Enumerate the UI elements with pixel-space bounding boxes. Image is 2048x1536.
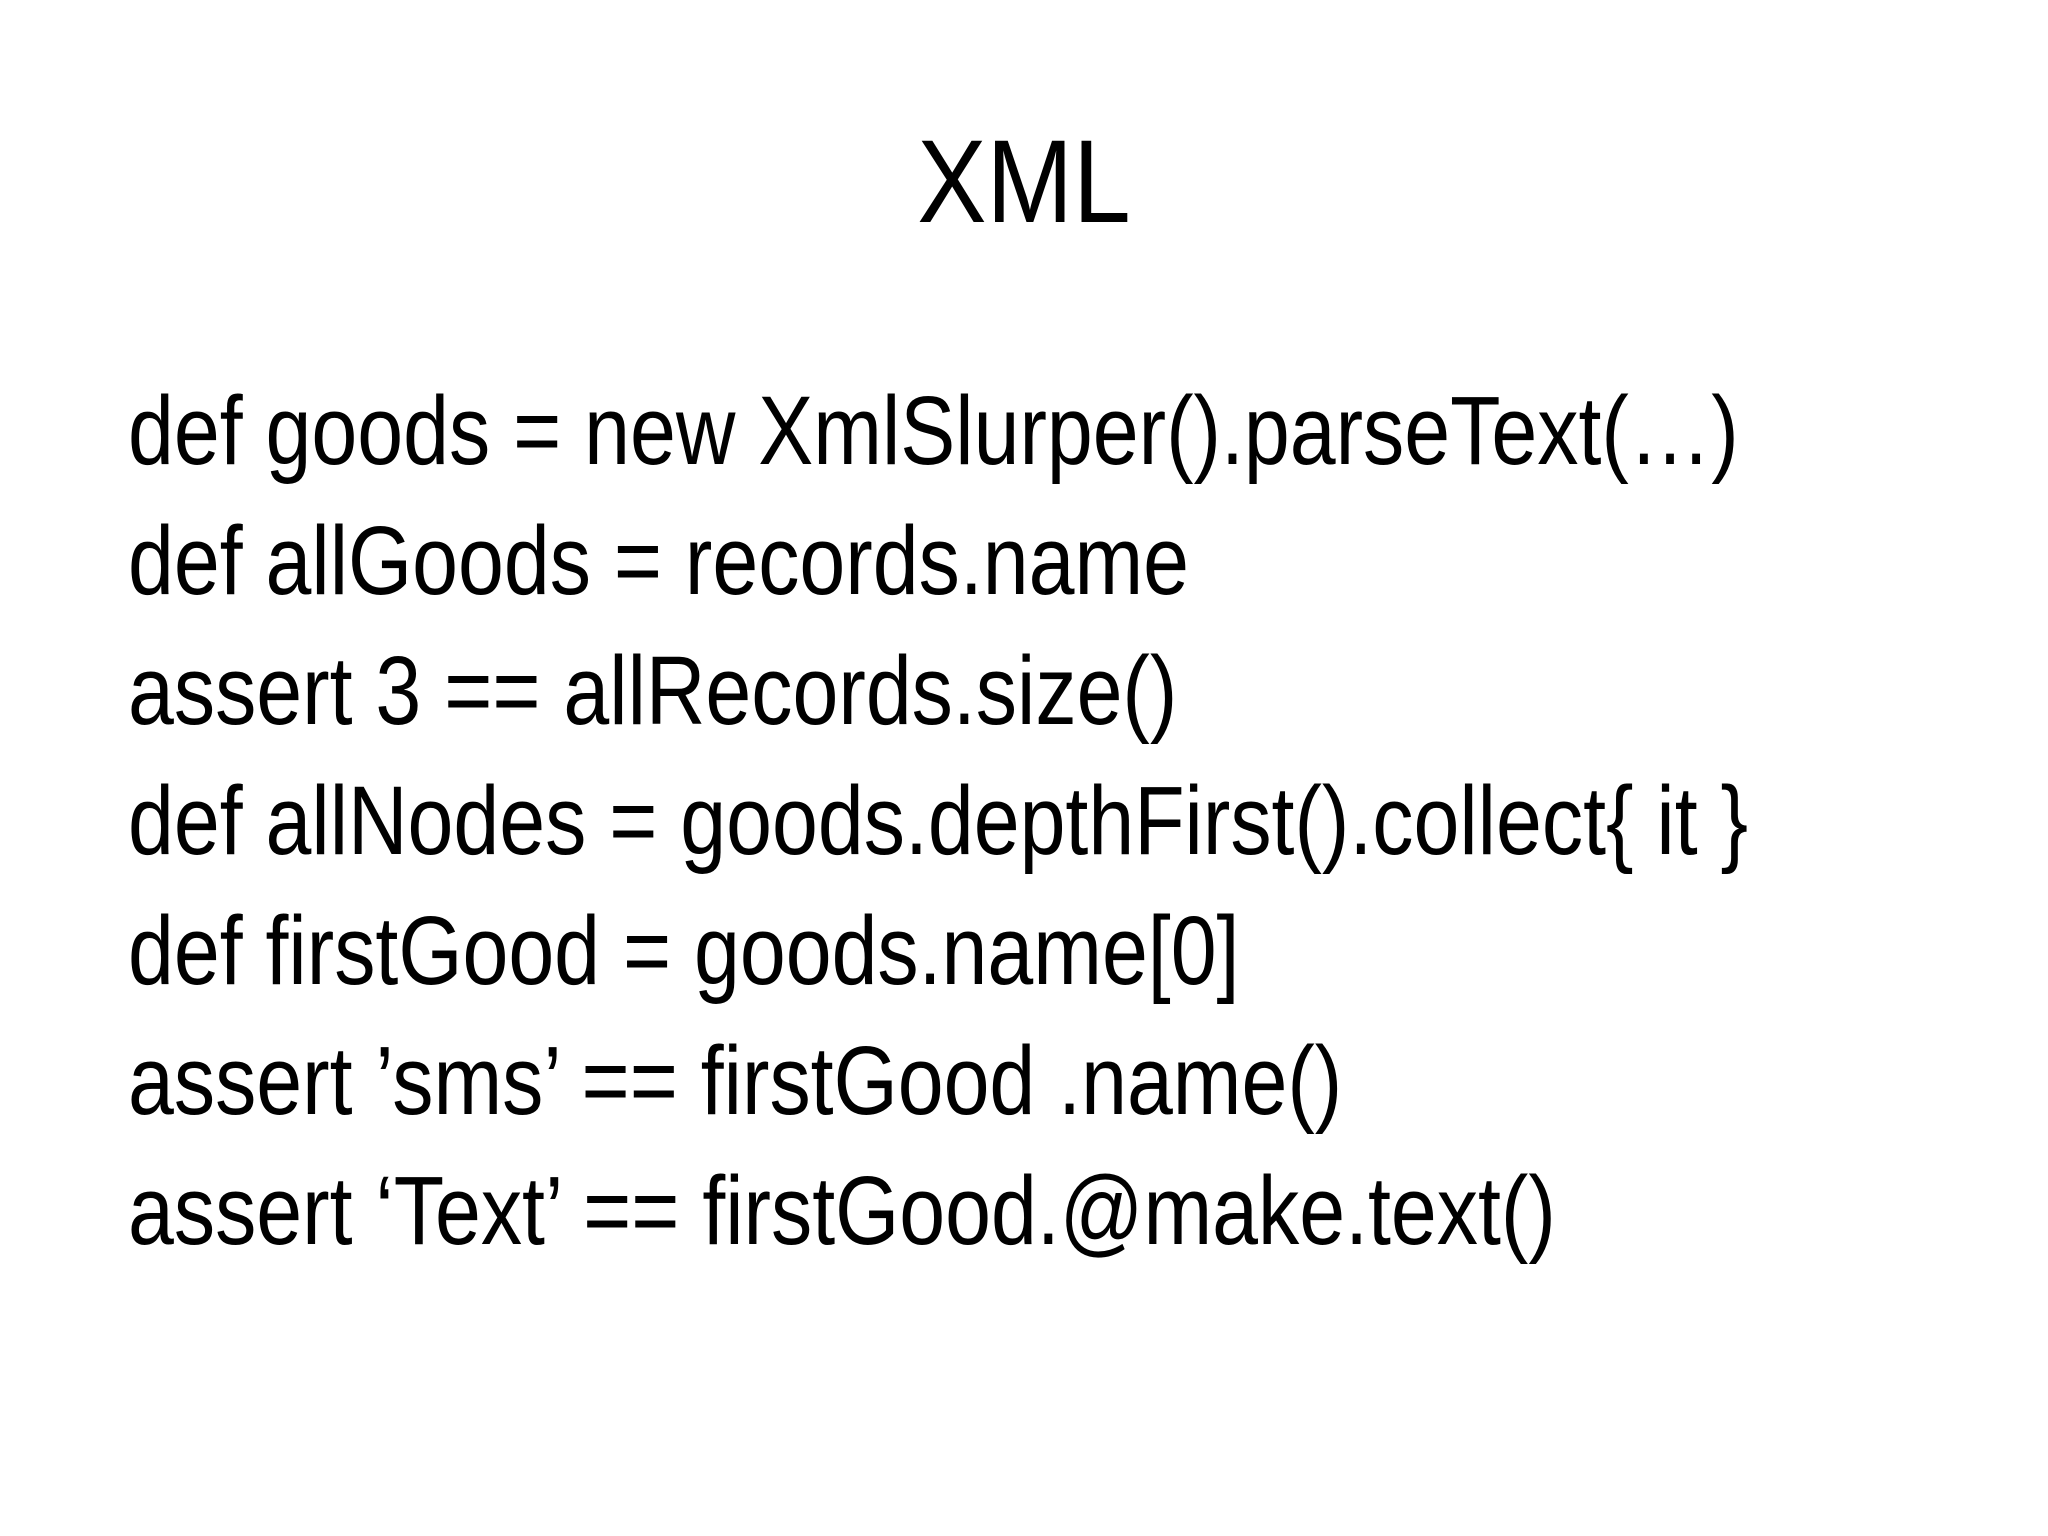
code-line-5: def firstGood = goods.name[0]	[128, 896, 1240, 1005]
slide-title: XML	[917, 116, 1131, 248]
code-line-6: assert ’sms’ == firstGood .name()	[128, 1026, 1343, 1135]
code-line-7: assert ‘Text’ == firstGood.@make.text()	[128, 1156, 1556, 1265]
code-line-4: def allNodes = goods.depthFirst().collec…	[128, 766, 1749, 875]
code-block: def goods = new XmlSlurper().parseText(……	[128, 366, 2048, 1276]
code-line-1: def goods = new XmlSlurper().parseText(……	[128, 376, 1739, 485]
code-line-2: def allGoods = records.name	[128, 506, 1189, 615]
code-line-3: assert 3 == allRecords.size()	[128, 636, 1178, 745]
